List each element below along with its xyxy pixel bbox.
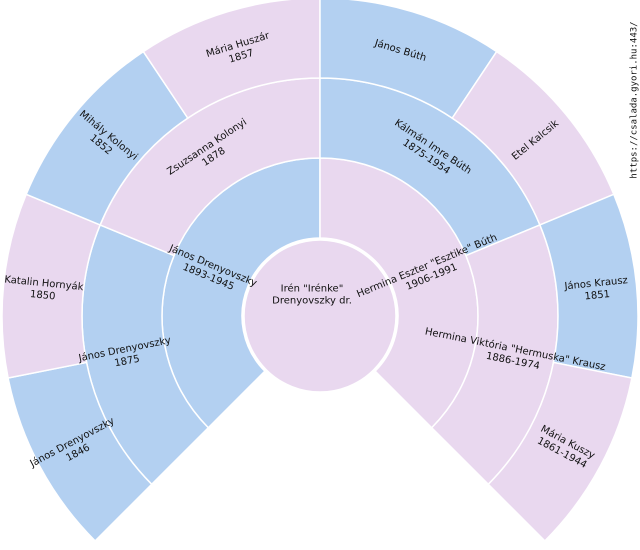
source-url: https://csalada.gyori.hu:443/ — [630, 21, 640, 178]
root-person-segment[interactable] — [243, 239, 397, 393]
great-grandparents-4-segment[interactable] — [142, 0, 321, 120]
great-grandparents-8-segment[interactable] — [487, 361, 633, 542]
root-person-label: Irén "Irénke"Drenyovszky dr. — [272, 283, 352, 307]
